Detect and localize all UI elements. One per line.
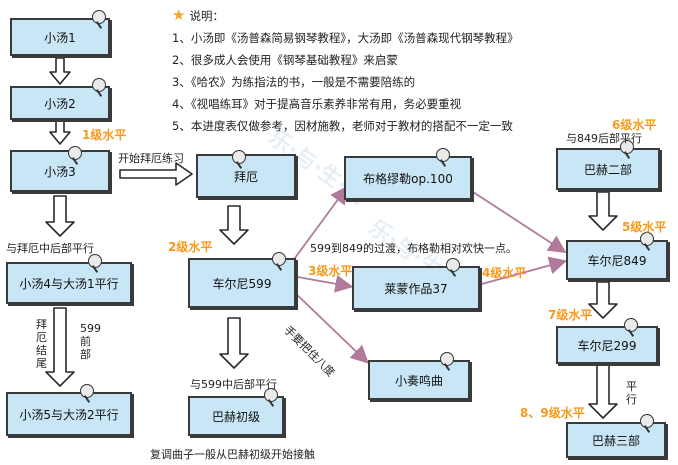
down-arrow-icon	[45, 307, 75, 387]
connector-599-to-schumann	[291, 274, 354, 293]
legend-item: 4、《视唱练耳》对于提高音乐素养非常有用，务必要重视	[172, 97, 462, 111]
node-label: 车尔尼849	[587, 253, 647, 268]
node-label: 布格缪勒op.100	[363, 171, 453, 186]
pin-icon	[440, 352, 454, 366]
level-1-label: 1级水平	[82, 128, 127, 142]
node-czerny849: 车尔尼849	[566, 240, 668, 280]
connector-599-to-sonatina	[291, 289, 369, 364]
down-arrow-icon	[45, 195, 75, 237]
node-label: 小奏鸣曲	[394, 373, 443, 388]
pin-icon	[640, 414, 654, 428]
node-schumann37: 莱蒙作品37	[352, 266, 480, 310]
connector-schumann-to-849	[477, 256, 568, 286]
note-parallel-beyer: 与拜厄中后部平行	[6, 242, 94, 255]
level-5-label: 5级水平	[622, 220, 667, 234]
down-arrow-icon	[588, 359, 618, 419]
node-xiaotang3: 小汤3	[10, 150, 110, 192]
note-polyphony: 复调曲子一般从巴赫初级开始接触	[150, 448, 315, 461]
pin-icon	[624, 318, 638, 332]
down-arrow-icon	[219, 205, 249, 245]
note-end-beyer: 拜厄结尾	[36, 318, 47, 370]
pin-icon	[92, 78, 106, 92]
level-3-label: 3级水平	[308, 264, 353, 278]
node-bach-beginner: 巴赫初级	[188, 396, 284, 436]
legend-title: 说明：	[189, 9, 224, 23]
node-beyer: 拜厄	[196, 154, 296, 198]
node-label: 小汤3	[44, 164, 76, 179]
node-bach-two-part: 巴赫二部	[556, 148, 660, 190]
pin-icon	[88, 254, 102, 268]
connector-burgmuller-to-849	[469, 189, 567, 253]
note-front-599: 599前部	[80, 322, 101, 361]
legend: ★说明： 1、小汤即《汤普森简易钢琴教程》，大汤即《汤普森现代钢琴教程》 2、很…	[172, 4, 519, 137]
node-label: 莱蒙作品37	[384, 281, 448, 296]
note-start-beyer: 开始拜厄练习	[118, 152, 184, 165]
pin-icon	[92, 10, 106, 24]
node-burgmuller: 布格缪勒op.100	[344, 156, 472, 200]
pin-icon	[446, 258, 460, 272]
level-7-label: 7级水平	[548, 308, 593, 322]
node-label: 车尔尼599	[212, 276, 272, 291]
pin-icon	[264, 388, 278, 402]
pin-icon	[232, 150, 246, 164]
right-arrow-icon	[119, 162, 193, 186]
node-label: 小汤1	[44, 30, 76, 45]
legend-item: 2、很多成人会使用《钢琴基础教程》来启蒙	[172, 53, 398, 67]
pin-icon	[620, 140, 634, 154]
note-parallel-599: 与599中后部平行	[190, 378, 277, 391]
node-label: 小汤4与大汤1平行	[19, 276, 119, 291]
node-label: 拜厄	[233, 169, 258, 184]
pin-icon	[68, 146, 82, 160]
down-arrow-icon	[219, 317, 249, 369]
note-parallel-849: 与849后部平行	[566, 132, 642, 145]
down-arrow-icon	[588, 191, 618, 231]
node-xiaotang4-datang1: 小汤4与大汤1平行	[6, 262, 132, 304]
pin-icon	[436, 148, 450, 162]
down-arrow-icon	[49, 117, 71, 145]
node-label: 巴赫三部	[591, 433, 640, 448]
note-parallel-right: 平行	[626, 380, 637, 406]
pin-icon	[272, 252, 286, 266]
node-label: 巴赫初级	[211, 409, 260, 424]
level-6-label: 6级水平	[612, 118, 657, 132]
node-bach-three-part: 巴赫三部	[566, 422, 666, 458]
node-xiaotang5-datang2: 小汤5与大汤2平行	[6, 392, 132, 436]
connector-599-to-burgmuller	[291, 185, 349, 263]
node-xiaotang2: 小汤2	[10, 86, 110, 120]
down-arrow-icon	[49, 57, 71, 85]
node-label: 小汤2	[44, 96, 76, 111]
pin-icon	[80, 384, 94, 398]
legend-item: 5、本进度表仅做参考，因材施教，老师对于教材的搭配不一定一致	[172, 119, 513, 133]
legend-item: 3、《哈农》为练指法的书，一般是不需要陪练的	[172, 75, 416, 89]
node-xiaotang1: 小汤1	[10, 18, 110, 56]
node-label: 巴赫二部	[583, 162, 632, 177]
note-transition: 599到849的过渡，布格勒相对欢快一点。	[310, 242, 517, 255]
legend-item: 1、小汤即《汤普森简易钢琴教程》，大汤即《汤普森现代钢琴教程》	[172, 31, 519, 45]
pin-icon	[640, 232, 654, 246]
node-sonatina: 小奏鸣曲	[368, 360, 470, 400]
node-label: 车尔尼299	[577, 338, 637, 353]
node-label: 小汤5与大汤2平行	[19, 407, 119, 422]
level-8-9-label: 8、9级水平	[520, 406, 585, 420]
down-arrow-icon	[588, 281, 618, 319]
level-4-label: 4级水平	[482, 266, 527, 280]
level-2-label: 2级水平	[168, 240, 213, 254]
star-icon: ★	[172, 6, 186, 24]
legend-title-row: ★说明：	[172, 4, 519, 27]
node-czerny299: 车尔尼299	[556, 326, 658, 364]
